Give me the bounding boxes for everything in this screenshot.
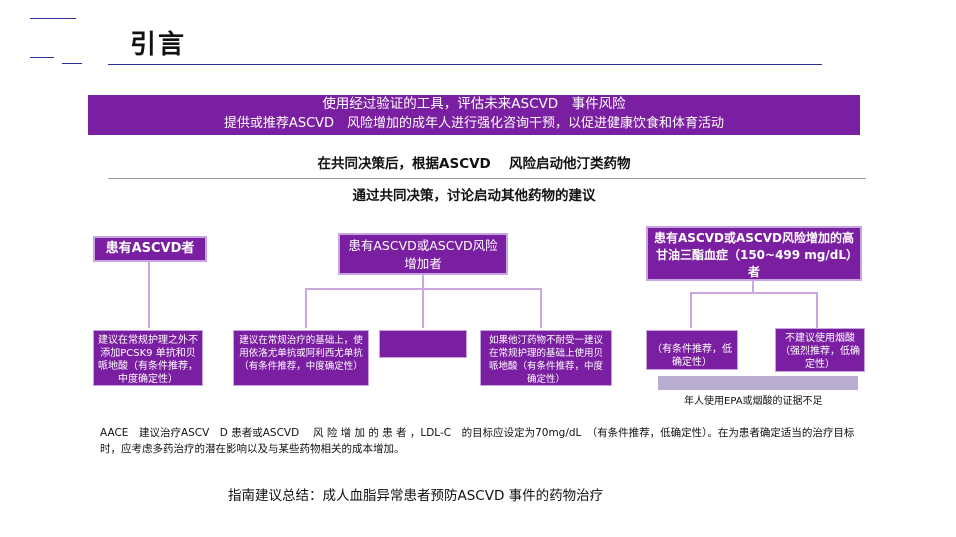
step-3-text: 通过共同决策，讨论启动其他药物的建议 (352, 188, 596, 204)
conn-tg-right (816, 292, 818, 328)
conn-mid-left (305, 288, 307, 328)
slide-title: 引言 (130, 30, 187, 60)
node-hypertg-label: 患有ASCVD或ASCVD风险增加的高甘油三酯血症（150~499 mg/dL）… (654, 231, 854, 279)
banner-line-1: 使用经过验证的工具，评估未来ASCVD 事件风险 (322, 96, 626, 112)
rec-ezetimibe-text: 建议在常规治疗的基础上，使用依洛尤单抗或阿利西尤单抗（有条件推荐，中度确定性） (239, 335, 363, 372)
node-ascvd-or-risk-label: 患有ASCVD或ASCVD风险增加者 (348, 238, 498, 271)
rec-ezetimibe: 建议在常规治疗的基础上，使用依洛尤单抗或阿利西尤单抗（有条件推荐，中度确定性） (233, 330, 369, 386)
rec-faded-bar (658, 376, 858, 390)
separator-line (108, 178, 866, 179)
node-ascvd: 患有ASCVD者 (93, 236, 207, 262)
conn-tg-left (690, 292, 692, 328)
node-hypertg: 患有ASCVD或ASCVD风险增加的高甘油三酯血症（150~499 mg/dL）… (646, 226, 862, 281)
step-2-text: 在共同决策后，根据ASCVD 风险启动他汀类药物 (317, 156, 631, 172)
rec-pcsk9-text: 建议在常规护理之外不添加PCSK9 单抗和贝哌地酸（有条件推荐，中度确定性） (98, 335, 198, 385)
rec-fishoil: 不建议使用烟酸（强烈推荐，低确定性） (775, 328, 865, 372)
rec-bempedoic: 如果他汀药物不耐受一建议在常规护理的基础上使用贝哌地酸（有条件推荐，中度确定性） (480, 330, 612, 386)
aace-note: AACE 建议治疗ASCV D 患者或ASCVD 风 险 增 加 的 患 者 ，… (100, 427, 855, 455)
rec-middle-small (379, 330, 467, 358)
node-ascvd-or-risk: 患有ASCVD或ASCVD风险增加者 (338, 233, 508, 275)
title-underline (108, 64, 822, 65)
epa-note: 年人使用EPA或烟酸的证据不足 (684, 396, 823, 407)
conn-mid-right (540, 288, 542, 328)
rec-pcsk9: 建议在常规护理之外不添加PCSK9 单抗和贝哌地酸（有条件推荐，中度确定性） (93, 330, 203, 386)
conn-mid-down (422, 275, 424, 289)
conn-tg-down (752, 281, 754, 293)
deco-line-2 (30, 57, 54, 58)
top-banner: 使用经过验证的工具，评估未来ASCVD 事件风险 提供或推荐ASCVD 风险增加… (88, 95, 860, 135)
deco-line-1 (30, 18, 76, 19)
banner-line-2: 提供或推荐ASCVD 风险增加的成年人进行强化咨询干预，以促进健康饮食和体育活动 (223, 116, 725, 131)
rec-icosapent: （有条件推荐，低确定性） (646, 330, 738, 370)
rec-fishoil-text: 不建议使用烟酸（强烈推荐，低确定性） (780, 333, 860, 370)
rec-bempedoic-text: 如果他汀药物不耐受一建议在常规护理的基础上使用贝哌地酸（有条件推荐，中度确定性） (488, 335, 603, 385)
deco-line-3 (62, 63, 82, 64)
conn-ascvd-down (148, 262, 150, 328)
rec-icosapent-text: （有条件推荐，低确定性） (652, 344, 732, 368)
node-ascvd-label: 患有ASCVD者 (105, 241, 195, 256)
footer-title: 指南建议总结：成人血脂异常患者预防ASCVD 事件的药物治疗 (228, 488, 604, 504)
conn-tg-h (690, 292, 818, 294)
conn-mid-center (422, 288, 424, 328)
